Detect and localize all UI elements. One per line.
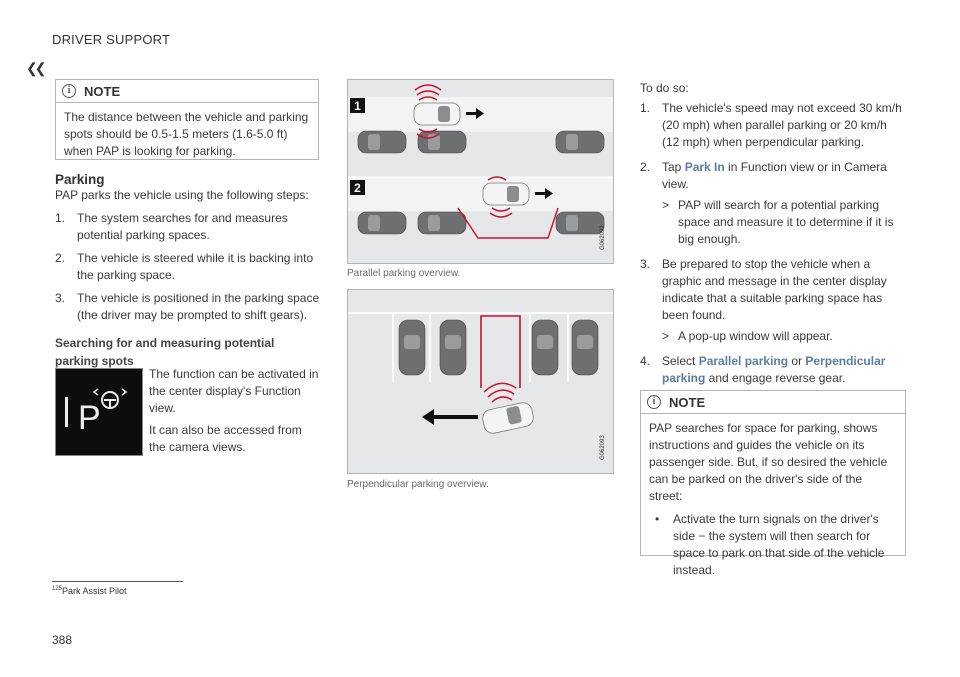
note-box-driver-side: i NOTE PAP searches for space for parkin… — [640, 390, 906, 577]
pap-button-icon: P — [55, 368, 143, 456]
parking-space-outline — [457, 207, 559, 239]
list-item: 3.Be prepared to stop the vehicle when a… — [640, 256, 902, 345]
page-number: 388 — [52, 633, 73, 647]
direction-arrow-icon — [422, 409, 478, 425]
page-header: DRIVER SUPPORT — [52, 32, 171, 47]
note-box-distance: i NOTE The distance between the vehicle … — [55, 79, 319, 160]
step-result: >PAP will search for a potential parking… — [662, 198, 894, 246]
back-chevron-icon[interactable]: ❮❮ — [26, 60, 47, 76]
searching-para-1: The function can be activated in the cen… — [149, 367, 319, 415]
perpendicular-parking-label: Perpendicular parking — [662, 354, 886, 385]
parking-space-outline — [480, 315, 521, 388]
list-item: 2.Tap Park In in Function view or in Cam… — [640, 159, 902, 248]
searching-para-2: It can also be accessed from the camera … — [149, 423, 302, 454]
info-icon: i — [62, 84, 76, 98]
list-item: 1.The vehicle's speed may not exceed 30 … — [640, 101, 902, 149]
procedure-intro: To do so: — [640, 81, 689, 95]
procedure-steps-list: 1.The vehicle's speed may not exceed 30 … — [640, 100, 902, 393]
note-header: i NOTE — [56, 80, 318, 103]
parking-intro: PAP parks the vehicle using the followin… — [55, 188, 309, 202]
perpendicular-caption: Perpendicular parking overview. — [347, 479, 489, 490]
list-item: 1.The system searches for and measures p… — [55, 211, 288, 242]
parallel-parking-label: Parallel parking — [698, 354, 789, 368]
note-title: NOTE — [669, 394, 706, 410]
note-title: NOTE — [84, 83, 121, 99]
list-item: 2.The vehicle is steered while it is bac… — [55, 251, 314, 282]
note-header: i NOTE — [641, 391, 905, 414]
note-text: PAP searches for space for parking, show… — [649, 421, 888, 503]
park-in-label: Park In — [684, 160, 725, 174]
parallel-parking-figure: 1 2 G062092 — [347, 79, 614, 264]
figure-code: G062093 — [600, 435, 606, 460]
figure-code: G062092 — [600, 225, 606, 250]
info-icon: i — [647, 395, 661, 409]
step-result: >A pop-up window will appear. — [662, 329, 833, 343]
note-body: PAP searches for space for parking, show… — [641, 414, 905, 587]
parking-steps-list: 1.The system searches for and measures p… — [55, 210, 320, 330]
parking-heading: Parking — [55, 172, 105, 187]
list-item: 4.Select Parallel parking or Perpendicul… — [640, 354, 886, 385]
sensor-wave-icon — [414, 84, 513, 218]
footnote-divider — [52, 581, 183, 582]
searching-heading: Searching for and measuring potential pa… — [55, 336, 275, 368]
perpendicular-parking-figure: G062093 — [347, 289, 614, 474]
note-bullet: • Activate the turn signals on the drive… — [655, 512, 885, 577]
footnote: 125Park Assist Pilot — [52, 586, 127, 596]
svg-text:P: P — [78, 399, 101, 437]
figure-label-2: 2 — [354, 181, 361, 195]
list-item: 3.The vehicle is positioned in the parki… — [55, 291, 320, 322]
sensor-wave-icon — [483, 382, 517, 403]
direction-arrow-icon — [466, 108, 553, 199]
figure-label-1: 1 — [354, 99, 361, 113]
note-body: The distance between the vehicle and par… — [64, 110, 309, 158]
parallel-caption: Parallel parking overview. — [347, 268, 461, 279]
